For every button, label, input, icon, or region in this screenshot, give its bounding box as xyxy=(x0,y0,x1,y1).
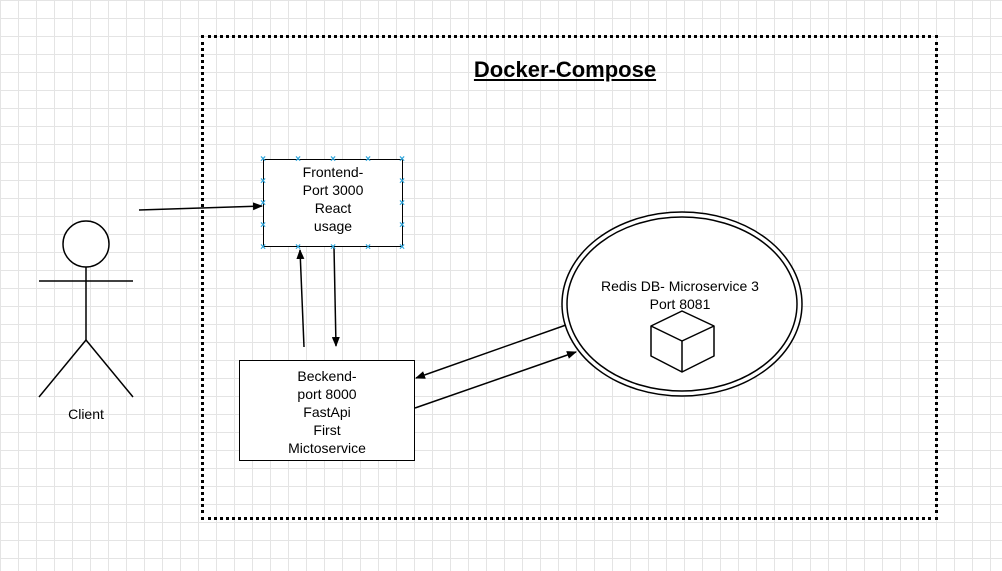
selection-handle[interactable]: × xyxy=(260,175,266,187)
arrow-frontend-to-backend[interactable] xyxy=(331,246,340,347)
frontend-node[interactable]: Frontend- Port 3000 React usage xyxy=(263,159,403,247)
backend-label-line-2: port 8000 xyxy=(297,386,357,402)
selection-handle[interactable]: × xyxy=(365,153,371,165)
selection-handle[interactable]: × xyxy=(399,175,405,187)
arrow-client-to-frontend[interactable] xyxy=(138,202,263,211)
selection-handle[interactable]: × xyxy=(330,153,336,165)
client-left-leg-line xyxy=(38,339,87,398)
frontend-label-line-1: Frontend- xyxy=(302,164,364,180)
redis-outer-ellipse xyxy=(561,211,803,397)
arrow-backend-to-redis[interactable] xyxy=(414,351,577,409)
selection-handle[interactable]: × xyxy=(295,153,301,165)
selection-handle[interactable]: × xyxy=(365,241,371,253)
selection-handle[interactable]: × xyxy=(399,241,405,253)
redis-node[interactable] xyxy=(561,211,803,397)
docker-compose-container[interactable] xyxy=(201,35,938,520)
redis-label: Redis DB- Microservice 3 Port 8081 xyxy=(572,277,788,313)
selection-handle[interactable]: × xyxy=(399,153,405,165)
selection-handle[interactable]: × xyxy=(260,153,266,165)
redis-inner-ellipse xyxy=(566,216,798,392)
docker-compose-title: Docker-Compose xyxy=(473,57,657,82)
selection-handle[interactable]: × xyxy=(330,241,336,253)
frontend-label-line-2: Port 3000 xyxy=(302,182,364,198)
selection-handle[interactable]: × xyxy=(399,197,405,209)
backend-node[interactable]: Beckend- port 8000 FastApi First Mictose… xyxy=(239,360,415,461)
selection-handle[interactable]: × xyxy=(295,241,301,253)
frontend-label-line-3: React xyxy=(314,200,352,216)
backend-label-line-5: Mictoservice xyxy=(288,440,366,456)
backend-label-line-4: First xyxy=(313,422,341,438)
backend-label-line-1: Beckend- xyxy=(297,368,357,384)
arrow-backend-to-frontend[interactable] xyxy=(296,249,305,348)
selection-handle[interactable]: × xyxy=(260,219,266,231)
redis-label-line-1: Redis DB- Microservice 3 xyxy=(601,278,759,294)
client-actor-icon[interactable] xyxy=(38,220,134,398)
redis-label-line-2: Port 8081 xyxy=(649,296,711,312)
backend-label-line-3: FastApi xyxy=(303,404,351,420)
client-head-shape xyxy=(62,220,110,268)
selection-handle[interactable]: × xyxy=(260,241,266,253)
selection-handle[interactable]: × xyxy=(260,197,266,209)
selection-handle[interactable]: × xyxy=(399,219,405,231)
cube-icon xyxy=(650,310,715,373)
frontend-label-line-4: usage xyxy=(313,218,353,234)
client-label: Client xyxy=(68,406,104,422)
arrow-redis-to-backend[interactable] xyxy=(415,324,567,379)
client-right-leg-line xyxy=(85,339,134,398)
